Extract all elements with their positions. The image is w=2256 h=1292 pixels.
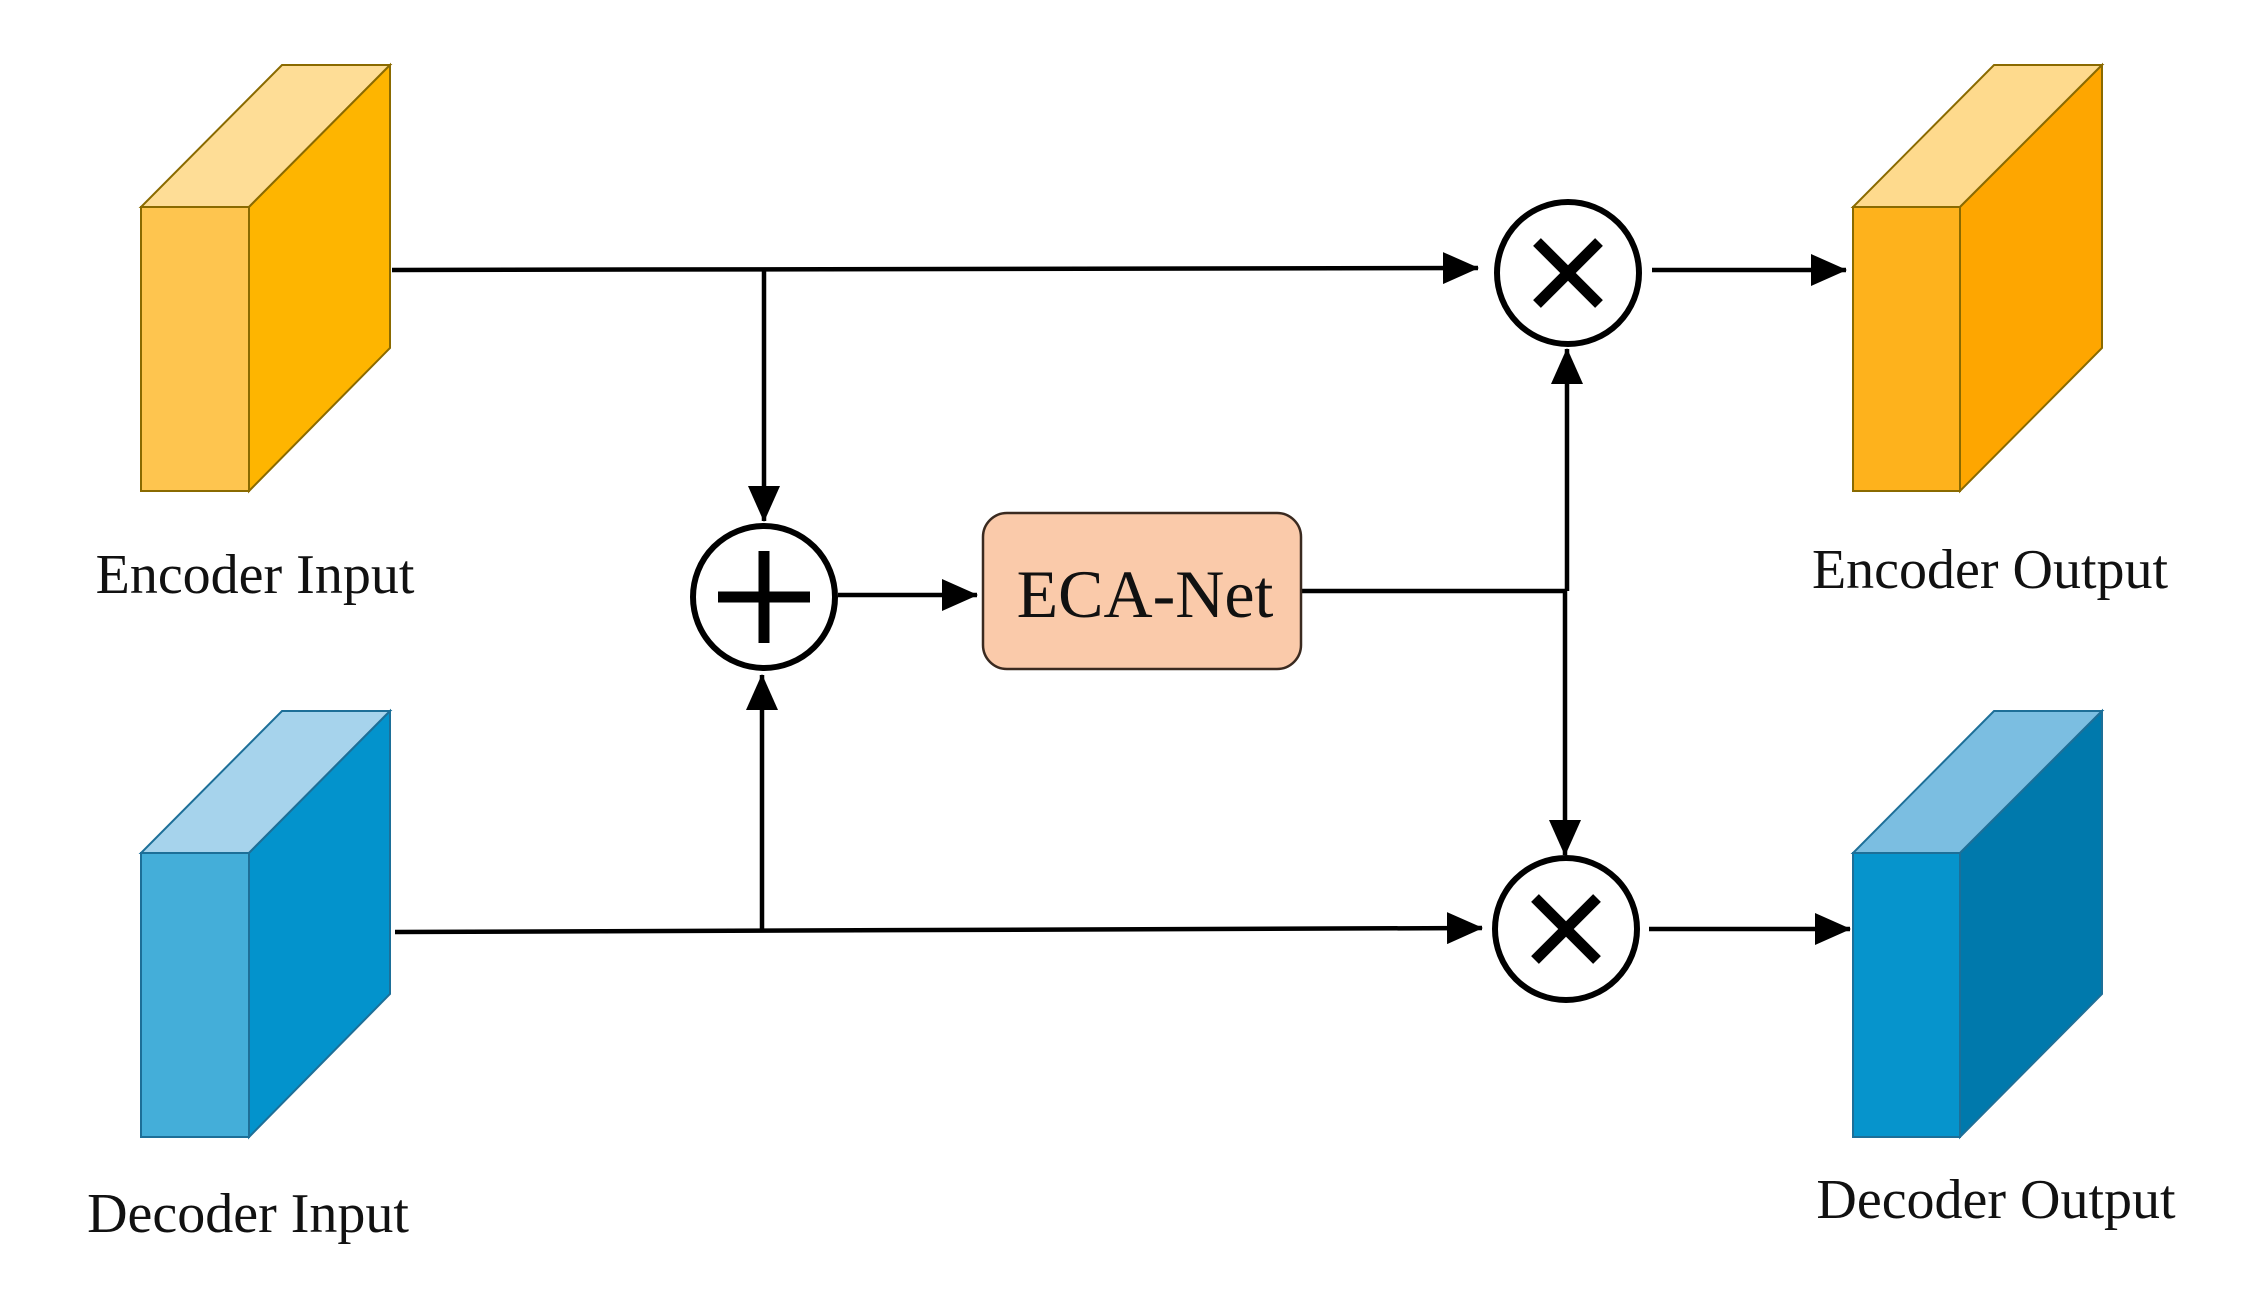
encoder-output-front-face — [1852, 206, 1961, 492]
eca-net-box — [981, 511, 1303, 671]
decoder-output-front-face — [1852, 852, 1961, 1138]
bottom-multiply-operator — [1492, 855, 1640, 1003]
eca-net-label: ECA-Net — [1017, 556, 1274, 632]
top-multiply-operator — [1494, 199, 1642, 347]
encoder-to-multiply-arrow — [391, 252, 1479, 285]
eca-net-block: ECA-Net — [981, 511, 1303, 671]
decoder-output-label: Decoder Output — [1816, 1169, 2176, 1231]
plus-icon — [718, 551, 810, 643]
multiply-icon — [1533, 238, 1603, 308]
decoder-to-multiply-arrow — [394, 912, 1483, 945]
encoder-input-front-face — [140, 206, 250, 492]
multiply-icon — [1531, 894, 1601, 964]
encoder-input-label: Encoder Input — [96, 544, 415, 606]
decoder-input-block — [138, 708, 393, 1140]
encoder-input-block — [138, 62, 393, 494]
decoder-input-front-face — [140, 852, 250, 1138]
decoder-input-label: Decoder Input — [87, 1183, 409, 1245]
encoder-output-label: Encoder Output — [1812, 539, 2169, 601]
add-operator — [690, 523, 838, 671]
decoder-output-block — [1850, 708, 2105, 1140]
encoder-output-block — [1850, 62, 2105, 494]
